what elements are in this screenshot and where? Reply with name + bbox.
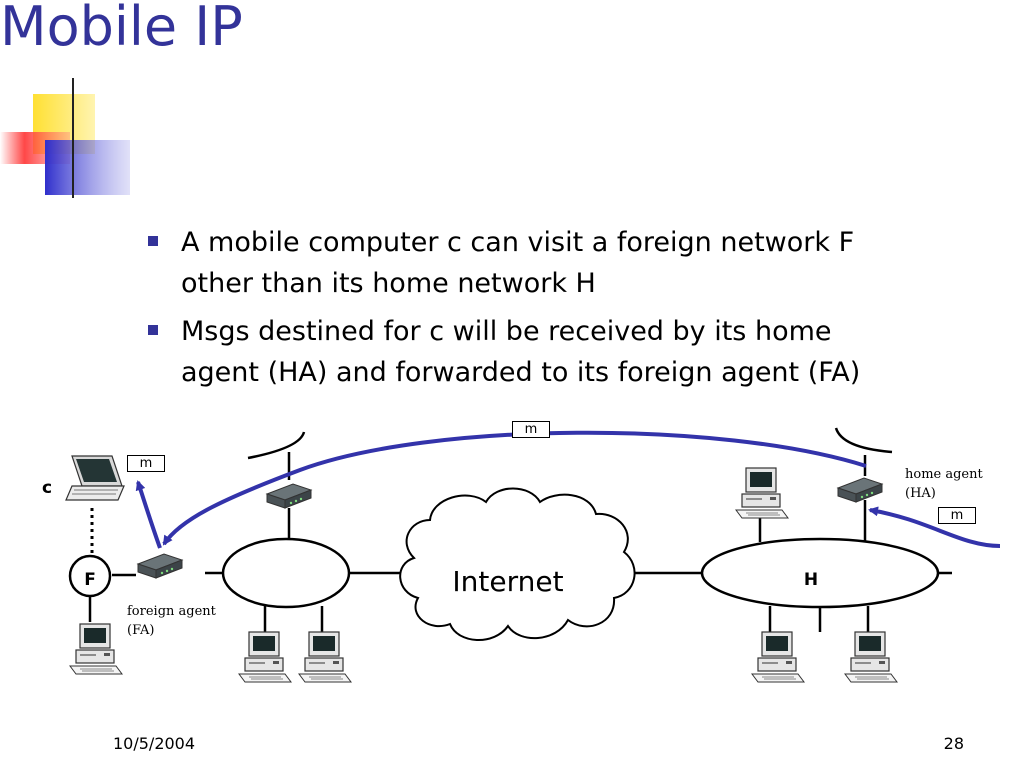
laptop-icon — [65, 455, 125, 501]
slide-title: Mobile IP — [0, 0, 243, 58]
foreign-network-label: F — [84, 570, 96, 590]
corner-decoration — [0, 78, 1024, 198]
mobile-computer-label: c — [42, 478, 52, 498]
page-number: 28 — [943, 734, 964, 753]
home-agent-label: home agent (HA) — [905, 467, 983, 501]
bullet-item: A mobile computer c can visit a foreign … — [148, 222, 988, 304]
computer-icon — [238, 631, 292, 683]
internet-label: Internet — [452, 565, 563, 598]
foreign-agent-label: foreign agent (FA) — [127, 604, 216, 638]
message-box: m — [512, 421, 550, 438]
bullet-item: Msgs destined for c will be received by … — [148, 311, 988, 393]
router-icon — [137, 553, 183, 579]
router-icon — [266, 483, 312, 509]
home-network-label: H — [804, 570, 818, 590]
computer-icon — [735, 467, 789, 519]
message-box: m — [938, 507, 976, 524]
foreign-network-ellipse — [221, 537, 351, 609]
square-bullet-icon — [148, 325, 158, 335]
home-network-ellipse — [700, 537, 940, 609]
incoming-arrow — [868, 506, 1001, 548]
bullet-line: other than its home network H — [181, 268, 596, 299]
tunnel-arrow — [162, 430, 867, 546]
bullet-line: A mobile computer c can visit a foreign … — [181, 227, 855, 258]
router-icon — [837, 477, 883, 503]
bullet-line: Msgs destined for c will be received by … — [181, 316, 832, 347]
computer-icon — [844, 631, 898, 683]
delivery-arrow — [135, 480, 162, 549]
internet-cloud — [399, 487, 636, 641]
footer-date: 10/5/2004 — [113, 734, 196, 753]
square-bullet-icon — [148, 236, 158, 246]
bullet-line: agent (HA) and forwarded to its foreign … — [181, 357, 861, 388]
computer-icon — [298, 631, 352, 683]
computer-icon — [751, 631, 805, 683]
computer-icon — [69, 623, 123, 675]
foreign-network-node — [68, 554, 112, 598]
message-box: m — [127, 455, 165, 472]
